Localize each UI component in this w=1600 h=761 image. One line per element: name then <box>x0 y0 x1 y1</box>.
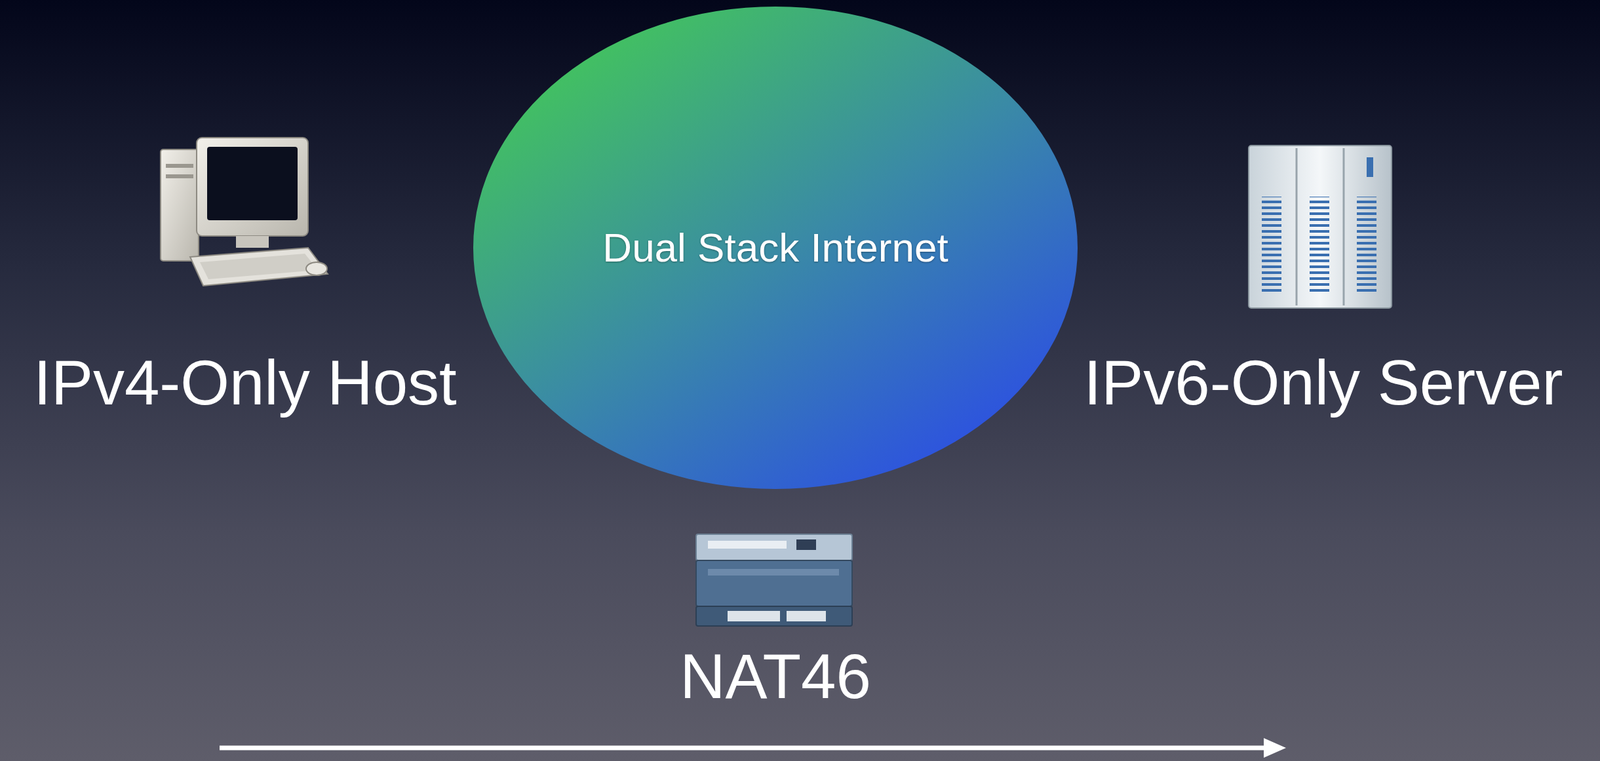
host-label-node: IPv4-Only Host <box>26 340 464 426</box>
ellipse-shape <box>473 6 1078 489</box>
device-label: IPv6-Only Server <box>1084 346 1564 419</box>
device-label: IPv4-Only Host <box>33 346 457 419</box>
internet-cloud: Dual Stack Internet <box>472 5 1079 490</box>
computer-icon <box>160 137 328 286</box>
router-icon <box>696 534 853 626</box>
cloud-label: Dual Stack Internet <box>602 224 948 271</box>
server-icon <box>1248 145 1392 309</box>
flow-arrow <box>219 738 1287 758</box>
router-label-node: NAT46 <box>673 633 878 720</box>
server-label-node: IPv6-Only Server <box>1077 340 1570 426</box>
device-label: NAT46 <box>679 640 872 713</box>
